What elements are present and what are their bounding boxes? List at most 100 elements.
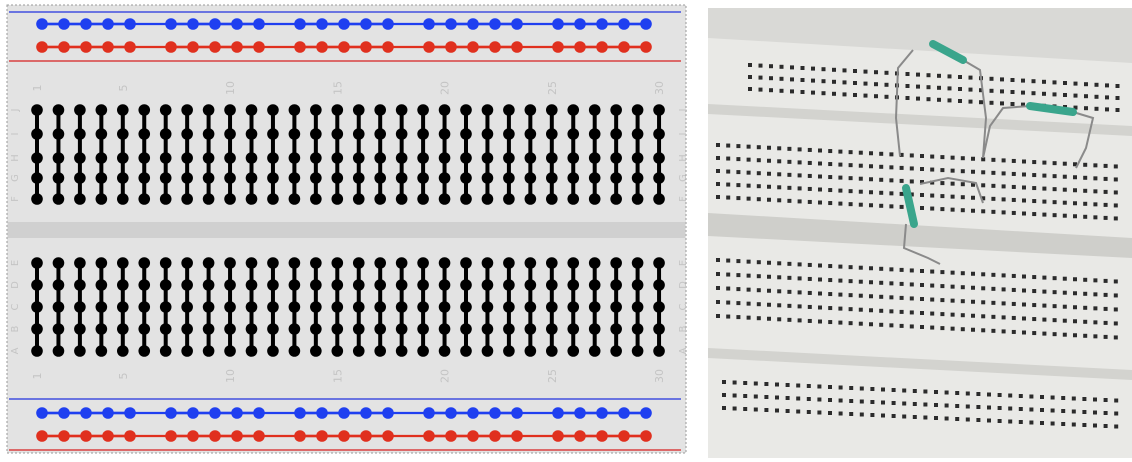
terminal-hole [246, 279, 258, 291]
photo-hole [828, 162, 832, 166]
photo-hole [961, 299, 965, 303]
top-negative-rail-hole [187, 18, 199, 30]
terminal-hole [503, 172, 515, 184]
photo-hole [798, 304, 802, 308]
photo-hole [1063, 175, 1067, 179]
photo-hole [990, 101, 994, 105]
terminal-hole [53, 128, 65, 140]
photo-hole [828, 320, 832, 324]
terminal-hole [138, 152, 150, 164]
terminal-hole [160, 172, 172, 184]
photo-hole [991, 184, 995, 188]
terminal-hole [332, 301, 344, 313]
photo-hole [930, 270, 934, 274]
photo-hole [902, 402, 906, 406]
photo-hole [874, 70, 878, 74]
terminal-hole [160, 193, 172, 205]
terminal-hole [246, 104, 258, 116]
photo-hole [1063, 291, 1067, 295]
photo-hole [1002, 315, 1006, 319]
photo-hole [859, 322, 863, 326]
terminal-hole [160, 257, 172, 269]
photo-hole [1093, 202, 1097, 206]
terminal-hole [482, 345, 494, 357]
terminal-hole [96, 152, 108, 164]
photo-hole [1084, 82, 1088, 86]
bottom-positive-rail-hole [294, 430, 306, 442]
top-positive-rail-hole [187, 41, 199, 53]
photo-hole [889, 309, 893, 313]
terminal-hole [267, 301, 279, 313]
bottom-negative-rail-hole [187, 407, 199, 419]
terminal-hole [567, 128, 579, 140]
bottom-positive-rail-hole [445, 430, 457, 442]
center-divider [8, 222, 685, 238]
terminal-hole [396, 104, 408, 116]
terminal-hole [289, 128, 301, 140]
photo-hole [1083, 189, 1087, 193]
photo-hole [798, 186, 802, 190]
top-row-letter: G [10, 174, 21, 182]
photo-hole [991, 273, 995, 277]
photo-hole [1061, 422, 1065, 426]
top-positive-rail-hole [253, 41, 265, 53]
photo-hole [937, 74, 941, 78]
terminal-hole [224, 301, 236, 313]
photo-hole [885, 95, 889, 99]
terminal-hole [417, 128, 429, 140]
terminal-hole [353, 257, 365, 269]
photo-hole [818, 201, 822, 205]
photo-hole [1072, 410, 1076, 414]
photo-hole [1032, 317, 1036, 321]
photo-hole [747, 158, 751, 162]
terminal-hole [203, 345, 215, 357]
terminal-hole [374, 152, 386, 164]
photo-hole [879, 165, 883, 169]
photo-hole [1021, 79, 1025, 83]
photo-hole [860, 400, 864, 404]
terminal-hole [138, 193, 150, 205]
photo-hole [1083, 320, 1087, 324]
terminal-hole [31, 345, 43, 357]
terminal-hole [31, 172, 43, 184]
bottom-negative-rail-hole [102, 407, 114, 419]
photo-hole [1061, 409, 1065, 413]
terminal-hole [203, 104, 215, 116]
terminal-hole [567, 323, 579, 335]
photo-hole [987, 393, 991, 397]
photo-hole [838, 150, 842, 154]
photo-hole [1032, 79, 1036, 83]
photo-hole [757, 158, 761, 162]
photo-hole [920, 283, 924, 287]
photo-hole [798, 262, 802, 266]
photo-hole [754, 382, 758, 386]
photo-hole [787, 262, 791, 266]
photo-hole [981, 314, 985, 318]
photo-hole [828, 306, 832, 310]
photo-hole [892, 388, 896, 392]
top-column-number: 1 [31, 85, 44, 92]
bottom-negative-rail-hole [511, 407, 523, 419]
photo-hole [822, 79, 826, 83]
photo-hole [726, 196, 730, 200]
photo-hole [1073, 214, 1077, 218]
photo-hole [930, 168, 934, 172]
photo-hole [743, 381, 747, 385]
terminal-hole [289, 104, 301, 116]
photo-hole [1114, 307, 1118, 311]
bottom-positive-rail [36, 430, 652, 442]
top-column-number: 25 [546, 81, 559, 95]
photo-hole [777, 172, 781, 176]
photo-hole [930, 312, 934, 316]
photo-hole [798, 276, 802, 280]
photo-hole [775, 409, 779, 413]
terminal-hole [224, 345, 236, 357]
photo-hole [1032, 91, 1036, 95]
photo-hole [736, 315, 740, 319]
photo-hole [1063, 162, 1067, 166]
terminal-hole [632, 104, 644, 116]
photo-hole [951, 299, 955, 303]
photo-hole [1114, 321, 1118, 325]
photo-hole [757, 171, 761, 175]
photo-hole [828, 292, 832, 296]
